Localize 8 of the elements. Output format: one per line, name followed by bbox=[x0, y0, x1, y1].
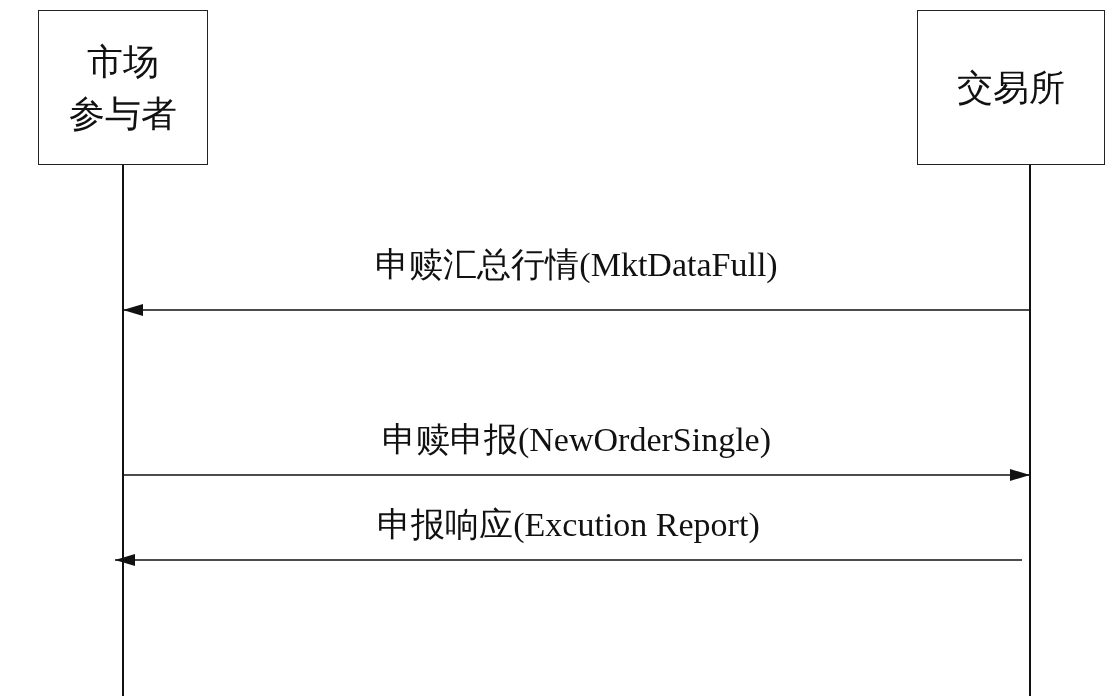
arrow bbox=[122, 469, 1031, 481]
participant-box: 交易所 bbox=[917, 10, 1105, 165]
edge-label: 申赎申报(NewOrderSingle) bbox=[382, 420, 771, 460]
arrow bbox=[114, 554, 1023, 566]
arrow bbox=[122, 304, 1031, 316]
edge-label: 申赎汇总行情(MktDataFull) bbox=[375, 245, 778, 285]
edge-label: 申报响应(Excution Report) bbox=[377, 505, 760, 545]
participant-box: 市场参与者 bbox=[38, 10, 208, 165]
